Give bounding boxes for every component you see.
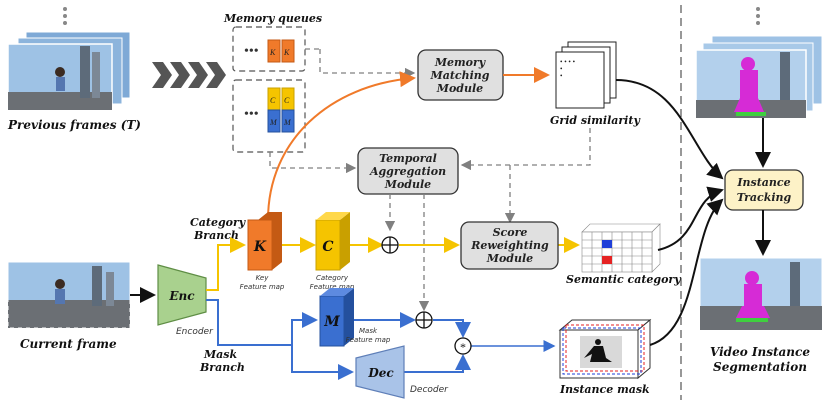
- svg-text:Module: Module: [486, 252, 533, 265]
- svg-text:K: K: [253, 239, 267, 255]
- add-operator-category: [381, 236, 399, 254]
- svg-text:Key: Key: [256, 274, 270, 282]
- svg-text:• • • •: • • • •: [560, 58, 576, 66]
- svg-text:•: •: [560, 65, 563, 73]
- add-operator-mask: [415, 311, 433, 329]
- temporal-aggregation-module: [357, 147, 459, 195]
- decoder-label: Decoder: [410, 385, 449, 395]
- svg-text:Aggregation: Aggregation: [369, 165, 446, 178]
- svg-text:Branch: Branch: [199, 361, 245, 374]
- svg-text:•: •: [560, 72, 563, 80]
- svg-text:Reweighting: Reweighting: [470, 239, 549, 252]
- svg-text:M: M: [283, 118, 292, 127]
- decoder-block: [355, 345, 405, 399]
- svg-text:Feature map: Feature map: [346, 336, 391, 344]
- svg-text:Enc: Enc: [168, 289, 195, 303]
- chevron-arrows-icon: [152, 62, 226, 88]
- svg-text:Segmentation: Segmentation: [713, 360, 807, 374]
- svg-text:Tracking: Tracking: [737, 191, 792, 204]
- previous-frames-label: Previous frames (T): [7, 118, 141, 132]
- video-instance-segmentation-label: Video Instance: [710, 345, 810, 359]
- svg-text:Matching: Matching: [430, 69, 490, 82]
- instance-mask-volume: [558, 318, 652, 380]
- output-frames-stack: [695, 35, 823, 119]
- mask-feature-map: M: [319, 288, 354, 347]
- queue-cm-blocks: C C M M: [267, 87, 295, 133]
- svg-text:•••: •••: [244, 107, 259, 122]
- category-feature-map: C: [315, 212, 350, 271]
- memory-queue-k: [232, 26, 306, 72]
- svg-text:Score: Score: [493, 226, 528, 239]
- current-frame-label: Current frame: [20, 337, 117, 351]
- svg-text:M: M: [269, 118, 278, 127]
- svg-text:Instance: Instance: [736, 176, 790, 189]
- segmented-output-frame: [699, 257, 823, 331]
- encoder-label: Encoder: [176, 327, 214, 337]
- svg-text:C: C: [322, 239, 333, 255]
- svg-text:*: *: [460, 340, 466, 354]
- svg-text:Mask: Mask: [359, 327, 378, 335]
- multiply-operator: [454, 337, 472, 355]
- semantic-category-label: Semantic category: [566, 273, 682, 286]
- svg-text:K: K: [283, 48, 290, 57]
- svg-text:Dec: Dec: [367, 366, 394, 380]
- previous-frames-stack: [7, 31, 131, 111]
- svg-text:Temporal: Temporal: [379, 152, 437, 165]
- svg-text:Module: Module: [436, 82, 483, 95]
- svg-text:C: C: [270, 96, 276, 105]
- svg-text:K: K: [269, 48, 276, 57]
- memory-queue-cm: [232, 79, 306, 153]
- key-feature-map: K: [247, 212, 282, 271]
- svg-text:•••: •••: [244, 44, 259, 59]
- grid-similarity-matrices: • • • • • •: [555, 41, 617, 109]
- mask-branch-label: Mask: [203, 348, 237, 361]
- current-frame-image: [7, 261, 131, 329]
- encoder-block: [157, 264, 207, 326]
- svg-text:Feature map: Feature map: [310, 283, 355, 291]
- instance-mask-label: Instance mask: [559, 383, 650, 396]
- output-frames-dots: [756, 7, 760, 25]
- svg-text:Module: Module: [384, 178, 431, 191]
- grid-similarity-label: Grid similarity: [550, 114, 641, 127]
- queue-k-blocks: K K: [267, 39, 295, 63]
- svg-text:Branch: Branch: [193, 229, 239, 242]
- previous-frames-dots: [63, 7, 67, 25]
- svg-text:C: C: [284, 96, 290, 105]
- svg-text:Category: Category: [316, 274, 349, 282]
- svg-text:M: M: [323, 314, 340, 330]
- svg-text:Memory: Memory: [434, 56, 487, 69]
- category-branch-label: Category: [190, 216, 247, 229]
- score-reweighting-module: [460, 221, 559, 270]
- semantic-category-grid: [581, 223, 661, 273]
- svg-text:Feature map: Feature map: [240, 283, 285, 291]
- memory-queues-label: Memory queues: [223, 12, 322, 25]
